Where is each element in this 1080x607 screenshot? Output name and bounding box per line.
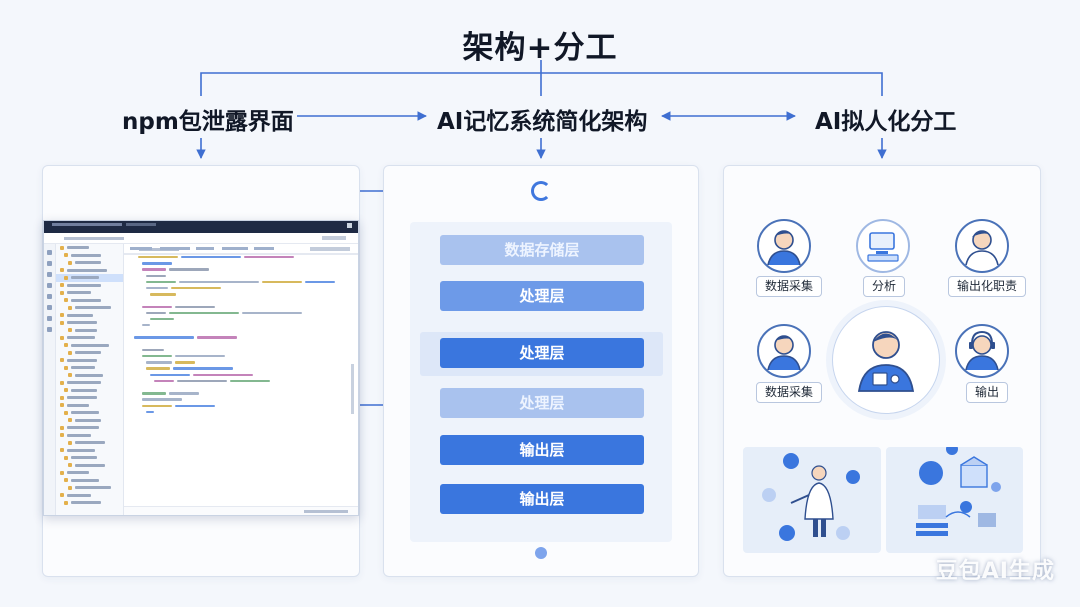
left-column-heading: npm包泄露界面 xyxy=(122,109,294,135)
editor-titlebar xyxy=(44,221,358,233)
role-label: 输出 xyxy=(966,382,1009,403)
layer-box: 处理层 xyxy=(440,338,644,368)
manager-icon xyxy=(832,306,940,414)
role-label: 数据采集 xyxy=(756,276,823,297)
scrollbar xyxy=(351,364,354,414)
refresh-icon xyxy=(531,181,551,201)
file-tree xyxy=(56,244,124,515)
editor-tabs xyxy=(124,244,358,254)
role-label: 分析 xyxy=(863,276,906,297)
watermark: 豆包AI生成 xyxy=(935,559,1055,584)
person-icon xyxy=(757,219,811,273)
editor-activity-bar xyxy=(44,244,56,515)
input-node-dot xyxy=(535,547,547,559)
presenter-illustration xyxy=(743,447,881,553)
layer-box: 处理层 xyxy=(440,388,644,418)
layer-box: 处理层 xyxy=(440,281,644,311)
editor-menubar xyxy=(44,233,358,244)
workflow-illustration xyxy=(886,443,1023,553)
npm-leak-editor-screenshot xyxy=(43,220,359,516)
headset-person-icon xyxy=(955,324,1009,378)
person-icon xyxy=(757,324,811,378)
close-icon xyxy=(347,223,352,228)
person-icon xyxy=(955,219,1009,273)
middle-column-heading: AI记忆系统简化架构 xyxy=(437,109,648,135)
diagram-title: 架构+分工 xyxy=(462,30,618,66)
code-area xyxy=(124,244,358,515)
role-label: 数据采集 xyxy=(756,382,823,403)
computer-icon xyxy=(856,219,910,273)
right-column-heading: AI拟人化分工 xyxy=(815,109,957,135)
editor-statusbar xyxy=(124,506,358,515)
role-label: 输出化职责 xyxy=(948,276,1027,297)
layer-box: 数据存储层 xyxy=(440,235,644,265)
layer-box: 输出层 xyxy=(440,484,644,514)
layer-box: 输出层 xyxy=(440,435,644,465)
